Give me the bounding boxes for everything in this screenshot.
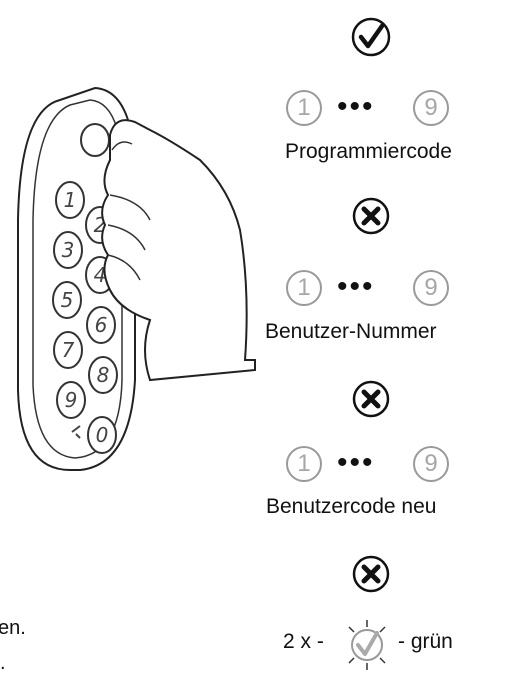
digit-circle-first: 1 (286, 446, 322, 482)
digit-last: 9 (424, 450, 438, 477)
key-x-icon (352, 197, 390, 235)
digit-first: 1 (297, 94, 311, 121)
digit-last: 9 (424, 274, 438, 301)
keypad-key-glyph-icon (71, 425, 81, 439)
digit-circle-last: 9 (413, 90, 449, 126)
digit-circle-last: 9 (413, 270, 449, 306)
keypad-key-label: 9 (65, 388, 78, 412)
step-label-benutzer-nummer: Benutzer-Nummer (265, 320, 437, 343)
dots: ••• (337, 90, 375, 123)
keypad-key-label: 0 (96, 423, 109, 447)
result-prefix: 2 x - (283, 630, 324, 653)
key-x-icon (352, 380, 390, 418)
keypad-illustration: 1 3 5 7 9 2 4 6 8 0 (17, 86, 256, 471)
digit-last: 9 (424, 94, 438, 121)
step-label-benutzercode-neu: Benutzercode neu (266, 495, 437, 518)
cutoff-text-line-1: en. (0, 617, 26, 639)
green-led-icon (348, 620, 386, 670)
dots: ••• (337, 446, 375, 479)
keypad-key-label: 3 (62, 238, 75, 262)
digit-circle-first: 1 (286, 270, 322, 306)
digit-circle-last: 9 (413, 446, 449, 482)
cutoff-text-line-2: . (0, 652, 6, 674)
digit-first: 1 (297, 450, 311, 477)
keypad-key-label: 6 (95, 313, 108, 337)
checkmark-icon (351, 17, 391, 57)
hand (101, 119, 256, 382)
keypad-key-label: 5 (61, 288, 74, 312)
keypad-key-label: 4 (94, 263, 107, 287)
keypad-key-label: 7 (62, 338, 75, 362)
digit-circle-first: 1 (286, 90, 322, 126)
result-suffix: - grün (398, 630, 453, 653)
digit-first: 1 (297, 274, 311, 301)
step-label-programmiercode: Programmiercode (285, 140, 452, 163)
keypad-key-label: 8 (97, 363, 110, 387)
dots: ••• (337, 270, 375, 303)
key-x-icon (352, 555, 390, 593)
keypad-key-label: 1 (64, 188, 77, 212)
